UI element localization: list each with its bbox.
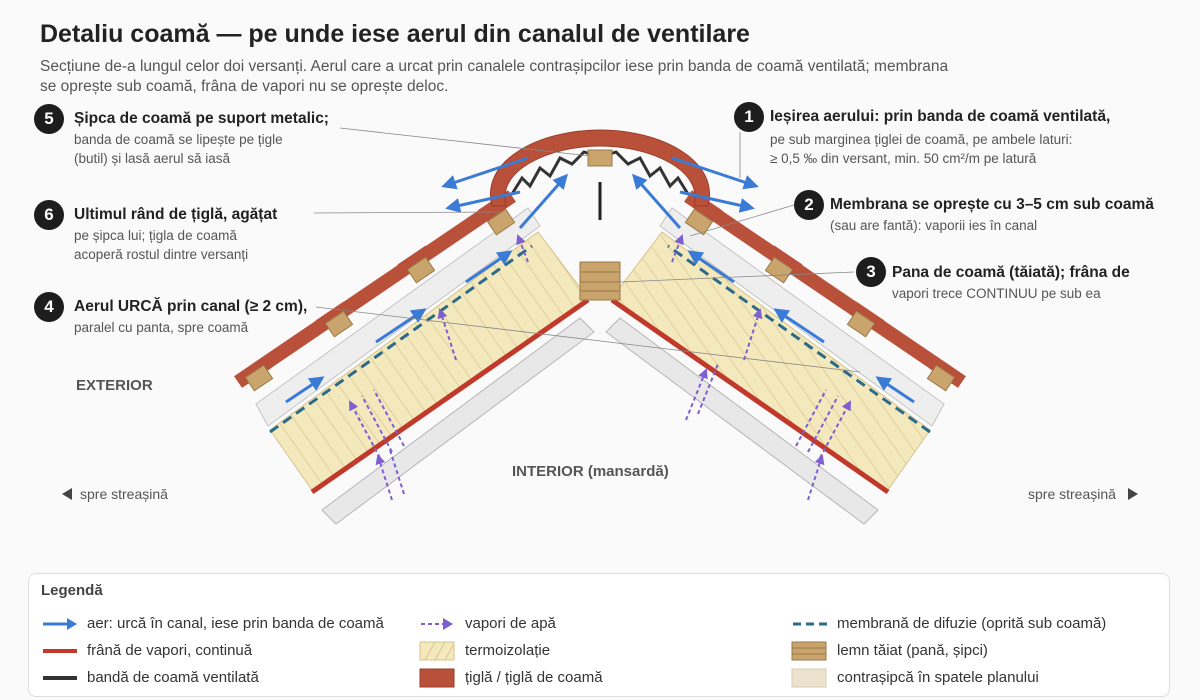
right-battens (684, 208, 956, 392)
callout-title-4: Aerul URCĂ prin canal (≥ 2 cm), (74, 298, 308, 315)
legend-label-wood: lemn tăiat (pană, șipci) (837, 642, 988, 659)
callout-title-6: Ultimul rând de țiglă, agățat (74, 206, 278, 223)
legend-label-membrane: membrană de difuzie (oprită sub coamă) (837, 615, 1107, 632)
callout-line-5b: (butil) și lasă aerul să iasă (74, 151, 231, 166)
right-diffusion-membrane (667, 244, 931, 434)
ridge-band-right (603, 150, 690, 195)
exterior-label: EXTERIOR (76, 377, 153, 394)
tile-red-icon (419, 668, 455, 688)
ridge-tile (490, 129, 710, 207)
callout-title-3: Pana de coamă (tăiată); frâna de (892, 264, 1130, 281)
right-vapor-barrier (610, 297, 890, 495)
right-counter-batten-zone (659, 207, 945, 427)
eave-right-label: spre streașină (1028, 486, 1116, 502)
legend: Legendă aer: urcă în canal, iese prin ba… (28, 573, 1170, 697)
teal-dashed-line-icon (793, 622, 827, 626)
callout-line-1a: pe sub marginea țiglei de coamă, pe ambe… (770, 132, 1073, 147)
legend-label-counter-batten: contrașipcă în spatele planului (837, 669, 1039, 686)
eave-left-label: spre streașină (80, 486, 168, 502)
legend-label-insulation: termoizolație (465, 642, 551, 659)
wood-brown-icon (791, 641, 827, 661)
legend-label-vapor: vapori de apă (465, 615, 556, 632)
callout-badge-1: 1 (734, 102, 764, 132)
page-title: Detaliu coamă — pe unde iese aerul din c… (40, 20, 750, 48)
dark-line-icon (43, 676, 77, 680)
purple-dashed-arrow-icon (421, 618, 453, 630)
cream-block-icon (791, 668, 827, 688)
callout-line-6a: pe șipca lui; țigla de coamă (74, 228, 237, 243)
eave-right-arrow-icon (1128, 488, 1138, 500)
left-diffusion-membrane (269, 244, 533, 434)
blue-arrow-icon (43, 618, 77, 630)
legend-title: Legendă (41, 582, 103, 599)
subtitle-line-2: se oprește sub coamă, frâna de vapori nu… (40, 78, 449, 95)
callout-badge-6: 6 (34, 200, 64, 230)
interior-label: INTERIOR (mansardă) (512, 463, 669, 480)
callout-badge-2: 2 (794, 190, 824, 220)
callout-badge-4: 4 (34, 292, 64, 322)
legend-label-vapor-barrier: frână de vapori, continuă (87, 642, 253, 659)
hatched-beige-icon (419, 641, 455, 661)
red-line-icon (43, 649, 77, 653)
callout-badge-3: 3 (856, 257, 886, 287)
air-arrows-right (632, 173, 915, 404)
left-battens (244, 208, 516, 392)
right-inner-board (605, 317, 879, 525)
vapor-arrows (349, 234, 851, 501)
callout-badge-5: 5 (34, 104, 64, 134)
ridge-band-left (510, 150, 597, 195)
callout-line-3a: vapori trece CONTINUU pe sub ea (892, 286, 1101, 301)
air-exit-arrows (441, 156, 759, 213)
ridge-purlin (579, 261, 621, 301)
callout-line-4a: paralel cu panta, spre coamă (74, 320, 249, 335)
legend-label-tile: țiglă / țiglă de coamă (465, 669, 603, 686)
callout-title-2: Membrana se oprește cu 3–5 cm sub coamă (830, 196, 1154, 213)
callout-line-1b: ≥ 0,5 ‰ din versant, min. 50 cm²/m pe la… (770, 151, 1037, 166)
callout-line-2a: (sau are fantă): vaporii ies în canal (830, 218, 1038, 233)
subtitle-line-1: Secțiune de-a lungul celor doi versanți.… (40, 58, 949, 75)
callout-title-1: Ieșirea aerului: prin banda de coamă ven… (770, 108, 1111, 125)
callout-line-6b: acoperă rostul dintre versanți (74, 247, 249, 262)
callout-line-5a: banda de coamă se lipește pe țigle (74, 132, 283, 147)
left-inner-board (321, 317, 595, 525)
callout-title-5: Șipca de coamă pe suport metalic; (74, 110, 329, 127)
leader-lines (313, 127, 861, 373)
legend-label-ridge-band: bandă de coamă ventilată (87, 669, 259, 686)
legend-label-air: aer: urcă în canal, iese prin banda de c… (87, 615, 384, 632)
ridge-section-diagram (62, 127, 1138, 525)
air-arrows-left (285, 173, 568, 404)
ridge-batten (587, 149, 613, 167)
eave-left-arrow-icon (62, 488, 72, 500)
left-vapor-barrier (310, 297, 590, 495)
